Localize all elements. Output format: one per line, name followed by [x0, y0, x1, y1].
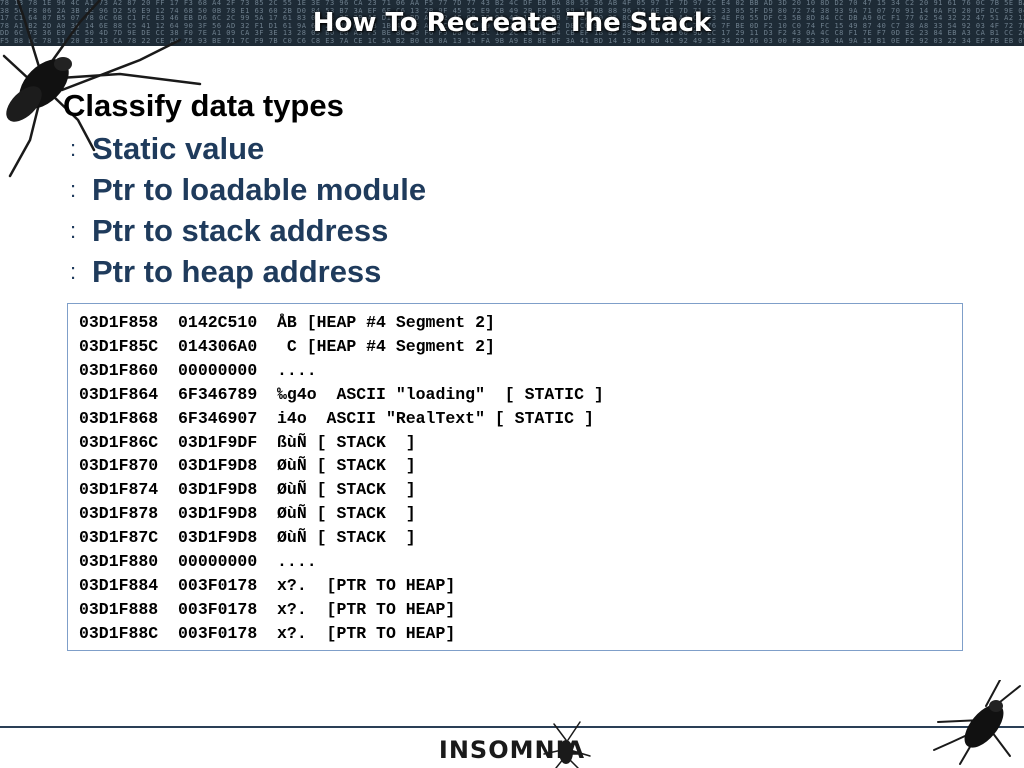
section-heading: Classify data types — [63, 88, 344, 123]
stack-dump-row: 03D1F88C 003F0178 x?. [PTR TO HEAP] — [79, 623, 456, 643]
footer-divider — [0, 726, 1024, 728]
stack-dump-row: 03D1F860 00000000 .... — [79, 360, 317, 380]
slide-title: How To Recreate The Stack — [312, 8, 712, 38]
stack-dump-row: 03D1F868 6F346907 i4o ASCII "RealText" [… — [79, 408, 594, 428]
stack-dump-row: 03D1F884 003F0178 x?. [PTR TO HEAP] — [79, 575, 456, 595]
bullet-item: : Ptr to loadable module — [70, 169, 426, 210]
bullet-text: Ptr to stack address — [92, 212, 389, 248]
bullet-marker: : — [70, 135, 77, 161]
stack-dump-row: 03D1F880 00000000 .... — [79, 552, 317, 572]
stack-dump-row: 03D1F858 0142C510 ÅB [HEAP #4 Segment 2] — [79, 313, 495, 332]
bullet-list: : Static value : Ptr to loadable module … — [70, 128, 426, 292]
bullet-marker: : — [70, 176, 77, 202]
header-bar: 78 13 78 1E 96 4C A1 73 A2 87 20 FF 17 F… — [0, 0, 1024, 46]
bullet-text: Ptr to loadable module — [92, 171, 427, 207]
bullet-text: Ptr to heap address — [92, 253, 382, 289]
stack-dump-row: 03D1F888 003F0178 x?. [PTR TO HEAP] — [79, 599, 456, 619]
stack-dump-row: 03D1F870 03D1F9D8 ØùÑ [ STACK ] — [79, 456, 416, 476]
cockroach-icon — [2, 0, 202, 178]
bullet-item: : Ptr to heap address — [70, 251, 426, 292]
stack-dump-row: 03D1F864 6F346789 ‰g4o ASCII "loading" [… — [79, 384, 604, 404]
bullet-text: Static value — [92, 130, 265, 166]
cockroach-icon — [933, 680, 1021, 765]
footer-logo: INSOMNIA — [438, 736, 586, 764]
bullet-marker: : — [70, 258, 77, 284]
bullet-item: : Ptr to stack address — [70, 210, 426, 251]
stack-dump-row: 03D1F874 03D1F9D8 ØùÑ [ STACK ] — [79, 480, 416, 500]
stack-dump-row: 03D1F86C 03D1F9DF ßùÑ [ STACK ] — [79, 432, 416, 452]
stack-dump-box: 03D1F858 0142C510 ÅB [HEAP #4 Segment 2]… — [67, 303, 963, 651]
hex-background-pattern: 78 13 78 1E 96 4C A1 73 A2 87 20 FF 17 F… — [0, 0, 1024, 46]
bullet-item: : Static value — [70, 128, 426, 169]
stack-dump-row: 03D1F878 03D1F9D8 ØùÑ [ STACK ] — [79, 504, 416, 524]
bullet-marker: : — [70, 217, 77, 243]
stack-dump-row: 03D1F87C 03D1F9D8 ØùÑ [ STACK ] — [79, 528, 416, 548]
stack-dump-row: 03D1F85C 014306A0 C [HEAP #4 Segment 2] — [79, 336, 495, 356]
cockroach-icon — [543, 721, 591, 768]
